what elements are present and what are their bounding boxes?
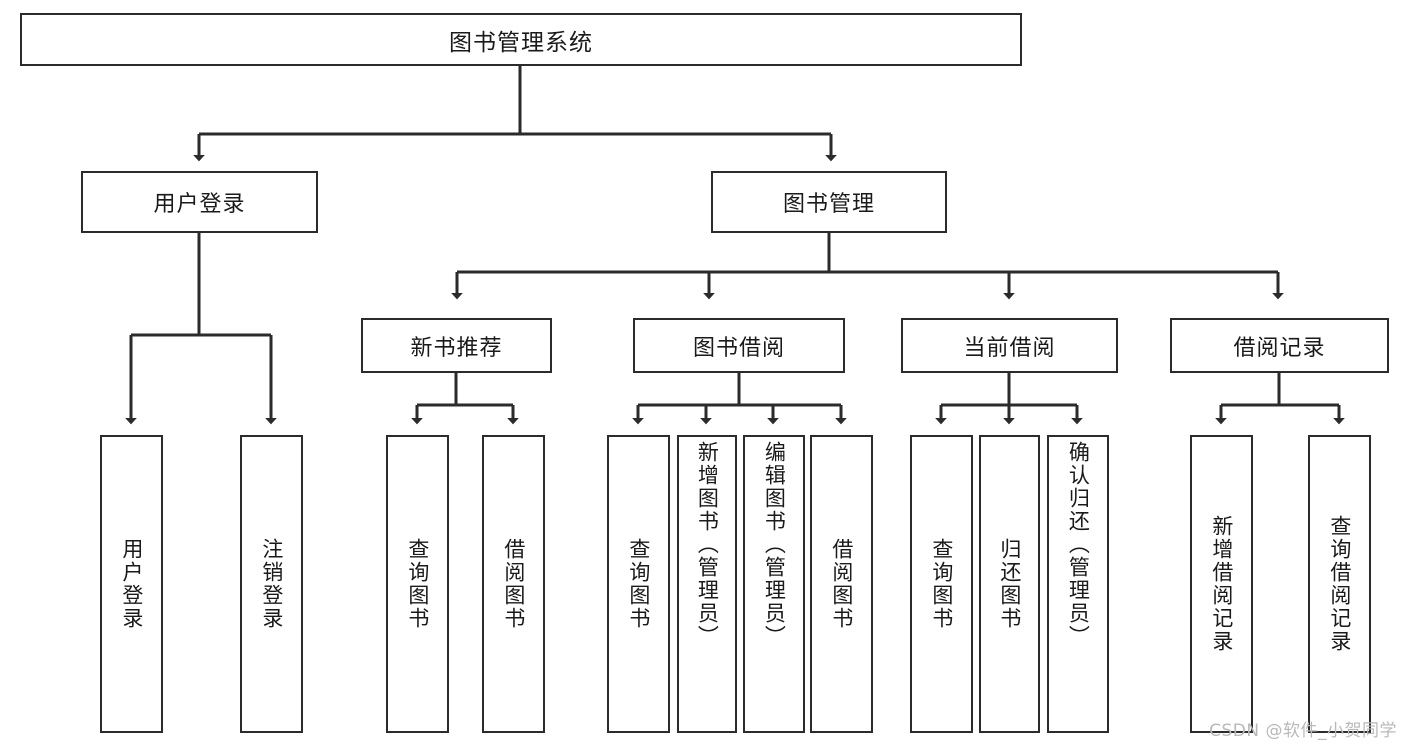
leaf-inner: 归还图书 bbox=[981, 437, 1038, 731]
leaf-inner: 借阅图书 bbox=[484, 437, 543, 731]
node-label: 借阅记录 bbox=[1233, 335, 1326, 361]
leaf-confirm-return-admin[interactable]: 确认归还（管理员） bbox=[1047, 435, 1109, 733]
leaf-query-book-borrow[interactable]: 查询图书 bbox=[607, 435, 670, 733]
node-borrow-record[interactable]: 借阅记录 bbox=[1170, 318, 1389, 373]
leaf-inner: 查询借阅记录 bbox=[1310, 437, 1369, 731]
node-current-borrow[interactable]: 当前借阅 bbox=[901, 318, 1118, 373]
node-label: 图书管理系统 bbox=[449, 29, 593, 56]
node-label: 查询借阅记录 bbox=[1327, 515, 1352, 653]
leaf-inner: 注销登录 bbox=[242, 437, 301, 731]
leaf-inner: 查询图书 bbox=[388, 437, 447, 731]
leaf-inner: 查询图书 bbox=[912, 437, 971, 731]
leaf-add-book-admin[interactable]: 新增图书（管理员） bbox=[677, 435, 737, 733]
node-label: 查询图书 bbox=[929, 538, 954, 630]
node-new-book-recommend[interactable]: 新书推荐 bbox=[361, 318, 552, 373]
leaf-edit-book-admin[interactable]: 编辑图书（管理员） bbox=[743, 435, 805, 733]
leaf-inner: 新增借阅记录 bbox=[1192, 437, 1251, 731]
node-label: 借阅图书 bbox=[501, 538, 526, 630]
node-root-book-management-system[interactable]: 图书管理系统 bbox=[20, 13, 1022, 66]
node-label: 注销登录 bbox=[259, 538, 284, 630]
leaf-inner: 用户登录 bbox=[102, 437, 161, 731]
node-book-management[interactable]: 图书管理 bbox=[711, 171, 947, 233]
node-label: 图书借阅 bbox=[692, 335, 785, 361]
leaf-borrow-book-recommend[interactable]: 借阅图书 bbox=[482, 435, 545, 733]
leaf-inner: 新增图书（管理员） bbox=[679, 437, 735, 735]
node-label: 图书管理 bbox=[782, 192, 875, 217]
leaf-return-book[interactable]: 归还图书 bbox=[979, 435, 1040, 733]
node-label: 借阅图书 bbox=[829, 538, 854, 630]
node-label: 查询图书 bbox=[405, 538, 430, 630]
leaf-inner: 查询图书 bbox=[609, 437, 668, 731]
leaf-inner: 编辑图书（管理员） bbox=[745, 437, 803, 735]
node-label: 用户登录 bbox=[119, 538, 144, 630]
node-label: 新书推荐 bbox=[410, 335, 503, 361]
watermark: CSDN @软件_小贺同学 bbox=[1209, 721, 1397, 741]
leaf-query-book-recommend[interactable]: 查询图书 bbox=[386, 435, 449, 733]
node-book-borrow[interactable]: 图书借阅 bbox=[633, 318, 845, 373]
node-label: 用户登录 bbox=[153, 192, 246, 217]
node-label: 查询图书 bbox=[626, 538, 651, 630]
leaf-logout-login[interactable]: 注销登录 bbox=[240, 435, 303, 733]
leaf-inner: 借阅图书 bbox=[812, 437, 871, 731]
node-label: 新增图书（管理员） bbox=[695, 441, 720, 648]
leaf-inner: 确认归还（管理员） bbox=[1049, 437, 1107, 735]
node-label: 新增借阅记录 bbox=[1209, 515, 1234, 653]
leaf-add-borrow-record[interactable]: 新增借阅记录 bbox=[1190, 435, 1253, 733]
leaf-user-login[interactable]: 用户登录 bbox=[100, 435, 163, 733]
node-label: 编辑图书（管理员） bbox=[762, 441, 787, 648]
leaf-query-borrow-record[interactable]: 查询借阅记录 bbox=[1308, 435, 1371, 733]
node-user-login[interactable]: 用户登录 bbox=[81, 171, 318, 233]
node-label: 确认归还（管理员） bbox=[1066, 441, 1091, 648]
leaf-borrow-book[interactable]: 借阅图书 bbox=[810, 435, 873, 733]
leaf-query-book-current[interactable]: 查询图书 bbox=[910, 435, 973, 733]
node-label: 归还图书 bbox=[997, 538, 1022, 630]
node-label: 当前借阅 bbox=[963, 335, 1056, 361]
